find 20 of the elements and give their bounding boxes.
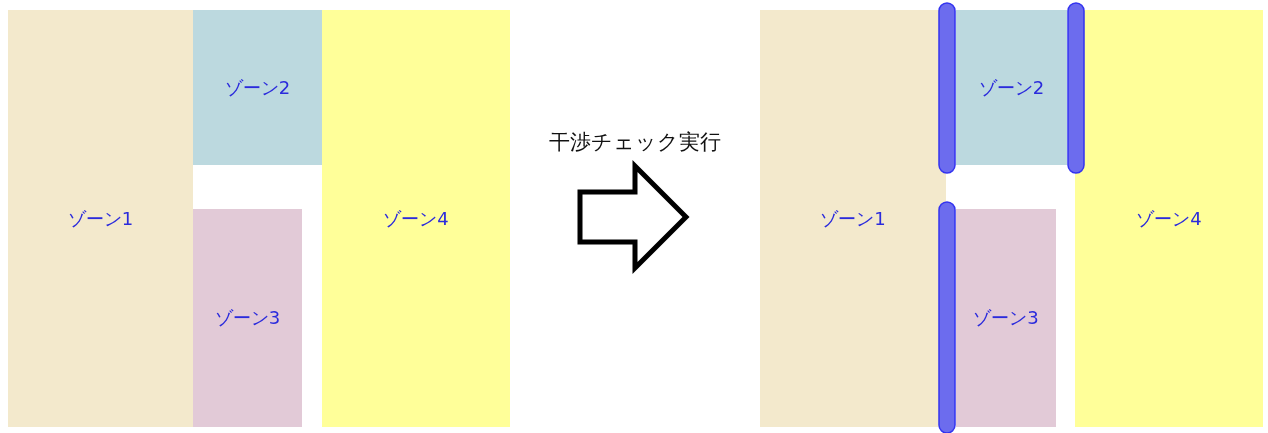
zone-area: [193, 10, 322, 165]
zone-label: ゾーン2: [978, 75, 1045, 100]
zone-label: ゾーン3: [973, 306, 1039, 330]
zone-area: [956, 209, 1056, 427]
interference-bar: [938, 2, 956, 174]
zone-area: [322, 10, 510, 427]
zone-label: ゾーン1: [820, 206, 886, 231]
zone-label: ゾーン1: [67, 206, 134, 231]
zone-label: ゾーン2: [224, 75, 291, 100]
zone-area: [956, 10, 1067, 165]
zone-area: [193, 209, 302, 427]
zone-area: [8, 10, 193, 427]
zone-area: [760, 10, 946, 427]
interference-bar: [938, 201, 956, 433]
interference-bar: [1067, 2, 1085, 174]
zone-label: ゾーン4: [383, 206, 449, 231]
zone-label: ゾーン4: [1136, 206, 1202, 231]
caption-text: 干渉チェック実行: [548, 129, 722, 156]
zone-area: [1075, 10, 1263, 427]
zone-label: ゾーン3: [214, 306, 281, 330]
